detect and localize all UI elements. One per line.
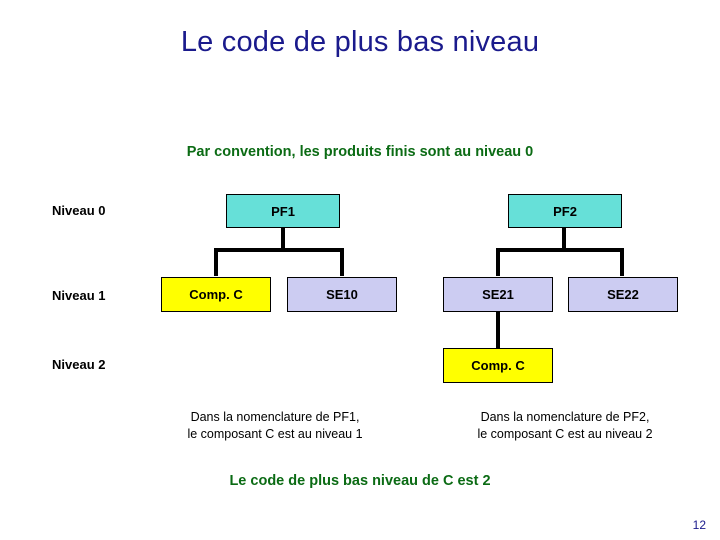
connector-pf1-bar [214, 248, 344, 252]
caption-right-line2: le composant C est au niveau 2 [477, 426, 653, 441]
connector-pf1-to-se10 [340, 248, 344, 276]
node-se22[interactable]: SE22 [568, 277, 678, 312]
connector-pf2-to-se22 [620, 248, 624, 276]
page-title: Le code de plus bas niveau [180, 26, 540, 58]
level-label-2: Niveau 2 [52, 357, 106, 372]
connector-pf2-bar [496, 248, 624, 252]
caption-right-line1: Dans la nomenclature de PF2, [480, 410, 650, 424]
node-pf1[interactable]: PF1 [226, 194, 340, 228]
caption-left-line2: le composant C est au niveau 1 [187, 426, 363, 441]
node-pf2[interactable]: PF2 [508, 194, 622, 228]
node-comp-c-left[interactable]: Comp. C [161, 277, 271, 312]
connector-pf1-stem [281, 228, 285, 250]
node-comp-c-right[interactable]: Comp. C [443, 348, 553, 383]
level-label-0: Niveau 0 [52, 203, 106, 218]
node-se10[interactable]: SE10 [287, 277, 397, 312]
caption-left-line1: Dans la nomenclature de PF1, [190, 410, 360, 424]
connector-pf2-stem [562, 228, 566, 250]
connector-pf1-to-compc [214, 248, 218, 276]
conclusion-text: Le code de plus bas niveau de C est 2 [229, 473, 491, 489]
convention-note: Par convention, les produits finis sont … [186, 144, 534, 160]
connector-se21-to-compc [496, 312, 500, 348]
caption-right: Dans la nomenclature de PF2, le composan… [420, 409, 710, 443]
connector-pf2-to-se21 [496, 248, 500, 276]
page-number: 12 [692, 518, 706, 532]
level-label-1: Niveau 1 [52, 288, 106, 303]
node-se21[interactable]: SE21 [443, 277, 553, 312]
caption-left: Dans la nomenclature de PF1, le composan… [120, 409, 430, 443]
